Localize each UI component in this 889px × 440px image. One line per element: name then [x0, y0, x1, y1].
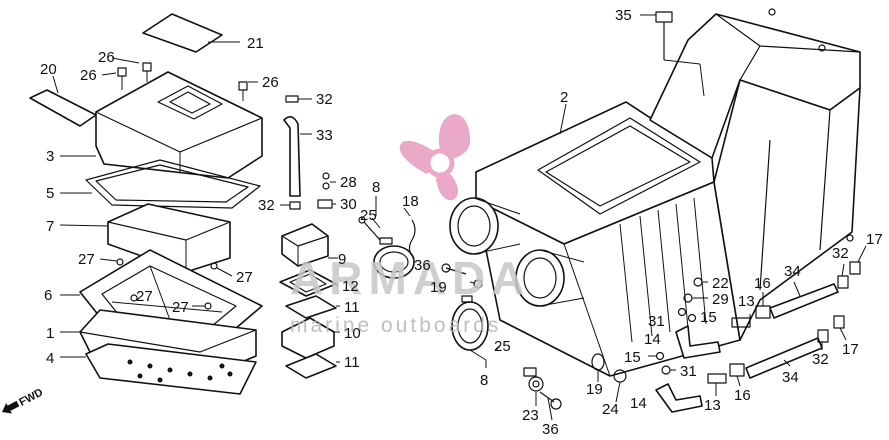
callout-15-a: 15 [700, 309, 717, 326]
callout-19-a: 19 [430, 279, 447, 296]
callout-4: 4 [46, 350, 54, 367]
callout-32-d: 32 [812, 351, 829, 368]
callout-28: 28 [340, 174, 357, 191]
callout-27-a: 27 [78, 251, 95, 268]
watermark: ARMADA marine outboards [290, 114, 530, 337]
callout-17-a: 17 [866, 231, 883, 248]
callout-36-b: 36 [542, 421, 559, 435]
callout-20: 20 [40, 61, 57, 78]
propeller-logo [399, 114, 471, 201]
callout-26-a: 26 [98, 49, 115, 66]
part-9 [281, 223, 329, 267]
callout-31-b: 31 [680, 363, 697, 380]
callout-31-a: 31 [648, 313, 665, 330]
fwd-label: FWD [17, 386, 45, 408]
air-cleaner-assembly [29, 13, 263, 395]
hose-34-upper [769, 283, 839, 319]
callout-26-b: 26 [80, 67, 97, 84]
elbow-14-upper [675, 325, 721, 359]
gasket-5 [85, 159, 261, 209]
callout-labels: 35 2 21 20 26 26 26 32 33 3 5 28 30 32 8… [40, 7, 883, 438]
callout-8-b: 8 [480, 372, 488, 389]
callout-17-b: 17 [842, 341, 859, 358]
callout-32-b: 32 [258, 197, 275, 214]
watermark-tagline: marine outboards [290, 314, 501, 337]
callout-26-c: 26 [262, 74, 279, 91]
callout-5: 5 [46, 185, 54, 202]
cover-sheet-21 [142, 13, 223, 53]
plate-11-lower [285, 353, 337, 379]
callout-7: 7 [46, 218, 54, 235]
callout-11-a: 11 [344, 299, 360, 316]
callout-13-a: 13 [738, 293, 755, 310]
callout-36-a: 36 [414, 257, 431, 274]
callout-25-a: 25 [360, 207, 377, 224]
callout-15-b: 15 [624, 349, 641, 366]
joint-stack [279, 196, 483, 379]
callout-23: 23 [522, 407, 539, 424]
elbow-14-lower [655, 383, 703, 413]
callout-32-a: 32 [316, 91, 333, 108]
callout-27-b: 27 [236, 269, 253, 286]
case-cover-3 [95, 71, 263, 179]
element-7 [107, 203, 231, 273]
callout-27-d: 27 [172, 299, 189, 316]
air-box-body-2 [449, 8, 861, 377]
callout-30: 30 [340, 196, 357, 213]
callout-13-b: 13 [704, 397, 721, 414]
screw-27 [99, 258, 233, 310]
part-10 [281, 317, 335, 359]
connector-13-upper [731, 317, 751, 328]
callout-22: 22 [712, 275, 729, 292]
callout-1: 1 [46, 325, 54, 342]
drain-hoses [523, 245, 867, 421]
screw-26 [101, 57, 258, 101]
callout-21: 21 [247, 35, 264, 52]
breather-parts [280, 95, 336, 210]
callout-35: 35 [615, 7, 632, 24]
callout-34-a: 34 [784, 263, 801, 280]
callout-34-b: 34 [782, 369, 799, 386]
callout-8-a: 8 [372, 179, 380, 196]
connector-13-lower [707, 373, 727, 384]
callout-12: 12 [342, 278, 359, 295]
callout-16-a: 16 [754, 275, 771, 292]
callout-3: 3 [46, 148, 54, 165]
breather-tube-33 [283, 116, 301, 197]
callout-33: 33 [316, 127, 333, 144]
callout-6: 6 [44, 287, 52, 304]
callout-14-b: 14 [630, 395, 647, 412]
callout-16-b: 16 [734, 387, 751, 404]
hose-clamp-8 [373, 245, 415, 279]
element-plate-20 [29, 89, 97, 127]
callout-10: 10 [344, 325, 361, 342]
watermark-brand: ARMADA [290, 252, 530, 304]
fwd-arrow: FWD [2, 386, 45, 414]
callout-14-a: 14 [644, 331, 661, 348]
callout-9: 9 [338, 251, 346, 268]
callout-19-b: 19 [586, 381, 603, 398]
callout-25-b: 25 [494, 338, 511, 355]
duct-side [713, 79, 861, 341]
callout-29: 29 [712, 291, 729, 308]
callout-27-c: 27 [136, 288, 153, 305]
callout-32-c: 32 [832, 245, 849, 262]
plate-11-upper [285, 295, 337, 319]
callout-18: 18 [402, 193, 419, 210]
callout-2: 2 [560, 89, 568, 106]
callout-24: 24 [602, 401, 619, 418]
callout-11-b: 11 [344, 354, 360, 371]
plate-12 [279, 269, 337, 297]
